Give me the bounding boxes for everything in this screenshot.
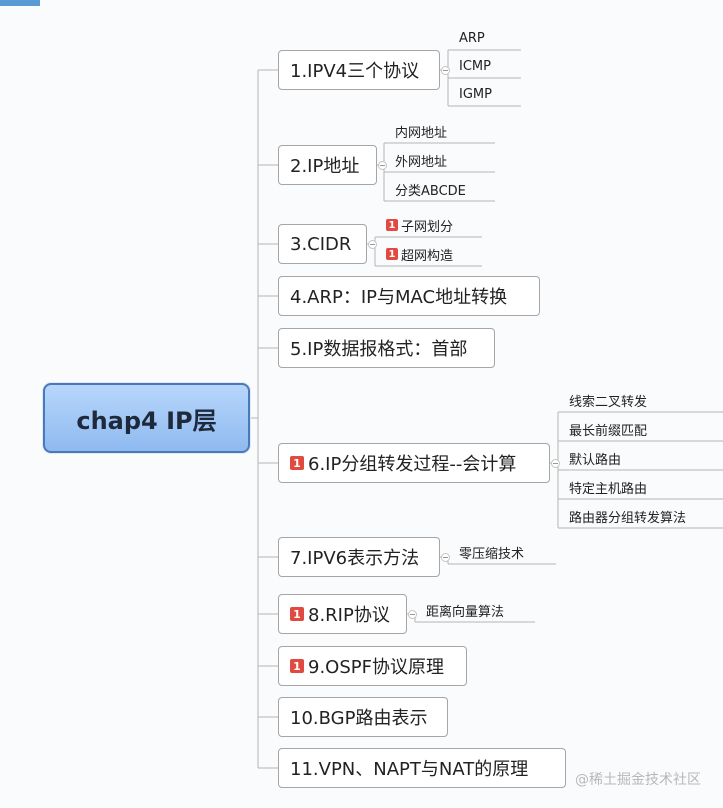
topic-label: 2.IP地址 — [290, 156, 360, 177]
subtopic-node[interactable]: 分类ABCDE — [395, 180, 466, 199]
root-topic-label: chap4 IP层 — [76, 406, 217, 435]
subtopic-label: 线索二叉转发 — [569, 394, 648, 410]
topic-label: 4.ARP：IP与MAC地址转换 — [290, 287, 508, 308]
subtopic-node[interactable]: IGMP — [459, 85, 492, 103]
subtopic-label: 默认路由 — [569, 452, 622, 468]
priority-flag-icon: 1 — [290, 659, 304, 673]
subtopic-label: 距离向量算法 — [426, 604, 505, 620]
subtopic-label: 外网地址 — [395, 154, 448, 170]
subtopic-node[interactable]: ICMP — [459, 57, 491, 75]
priority-flag-icon: 1 — [290, 456, 304, 470]
subtopic-node[interactable]: 线索二叉转发 — [569, 391, 648, 410]
subtopic-label: ICMP — [459, 58, 491, 74]
subtopic-label: 零压缩技术 — [459, 546, 525, 562]
topic-label: 6.IP分组转发过程--会计算 — [308, 454, 517, 475]
topic-label: 10.BGP路由表示 — [290, 708, 428, 729]
collapse-toggle-icon[interactable] — [441, 552, 450, 562]
topic-node[interactable]: 1.IPV4三个协议 — [278, 50, 440, 90]
subtopic-node[interactable]: 路由器分组转发算法 — [569, 507, 687, 526]
topic-node[interactable]: 4.ARP：IP与MAC地址转换 — [278, 276, 540, 316]
priority-flag-icon: 1 — [386, 219, 398, 231]
topic-label: 5.IP数据报格式：首部 — [290, 339, 468, 360]
topic-node[interactable]: 3.CIDR — [278, 224, 367, 264]
collapse-toggle-icon[interactable] — [408, 609, 417, 619]
topic-node[interactable]: 1 6.IP分组转发过程--会计算 — [278, 443, 550, 483]
collapse-toggle-icon[interactable] — [368, 239, 377, 249]
topic-node[interactable]: 7.IPV6表示方法 — [278, 537, 440, 577]
priority-flag-icon: 1 — [386, 248, 398, 260]
subtopic-label: 子网划分 — [401, 219, 454, 235]
collapse-toggle-icon[interactable] — [551, 458, 560, 468]
priority-flag-icon: 1 — [290, 607, 304, 621]
subtopic-node[interactable]: ARP — [459, 29, 485, 47]
collapse-toggle-icon[interactable] — [378, 160, 387, 170]
watermark: @稀土掘金技术社区 — [575, 772, 701, 788]
subtopic-node[interactable]: 默认路由 — [569, 449, 622, 468]
topic-label: 11.VPN、NAPT与NAT的原理 — [290, 759, 529, 780]
topic-label: 8.RIP协议 — [308, 605, 390, 626]
topic-label: 3.CIDR — [290, 233, 352, 255]
subtopic-label: 内网地址 — [395, 125, 448, 141]
topic-node[interactable]: 2.IP地址 — [278, 145, 377, 185]
subtopic-node[interactable]: 距离向量算法 — [426, 601, 505, 620]
subtopic-label: 超网构造 — [401, 248, 454, 264]
subtopic-label: 分类ABCDE — [395, 183, 466, 199]
topic-node[interactable]: 11.VPN、NAPT与NAT的原理 — [278, 748, 566, 788]
subtopic-label: 特定主机路由 — [569, 481, 648, 497]
topic-node[interactable]: 5.IP数据报格式：首部 — [278, 328, 495, 368]
subtopic-label: IGMP — [459, 86, 492, 102]
topic-node[interactable]: 10.BGP路由表示 — [278, 697, 448, 737]
subtopic-label: 最长前缀匹配 — [569, 423, 648, 439]
topic-node[interactable]: 1 9.OSPF协议原理 — [278, 646, 467, 686]
root-topic[interactable]: chap4 IP层 — [43, 383, 250, 453]
subtopic-node[interactable]: 内网地址 — [395, 122, 448, 141]
subtopic-node[interactable]: 特定主机路由 — [569, 478, 648, 497]
subtopic-node[interactable]: 最长前缀匹配 — [569, 420, 648, 439]
subtopic-node[interactable]: 外网地址 — [395, 151, 448, 170]
topic-label: 1.IPV4三个协议 — [290, 61, 420, 82]
collapse-toggle-icon[interactable] — [441, 65, 450, 75]
subtopic-label: ARP — [459, 30, 485, 46]
subtopic-node[interactable]: 零压缩技术 — [459, 543, 525, 562]
topic-node[interactable]: 1 8.RIP协议 — [278, 594, 407, 634]
subtopic-label: 路由器分组转发算法 — [569, 510, 687, 526]
topic-label: 9.OSPF协议原理 — [308, 657, 444, 678]
app-tab-corner — [0, 0, 40, 6]
topic-label: 7.IPV6表示方法 — [290, 548, 420, 569]
